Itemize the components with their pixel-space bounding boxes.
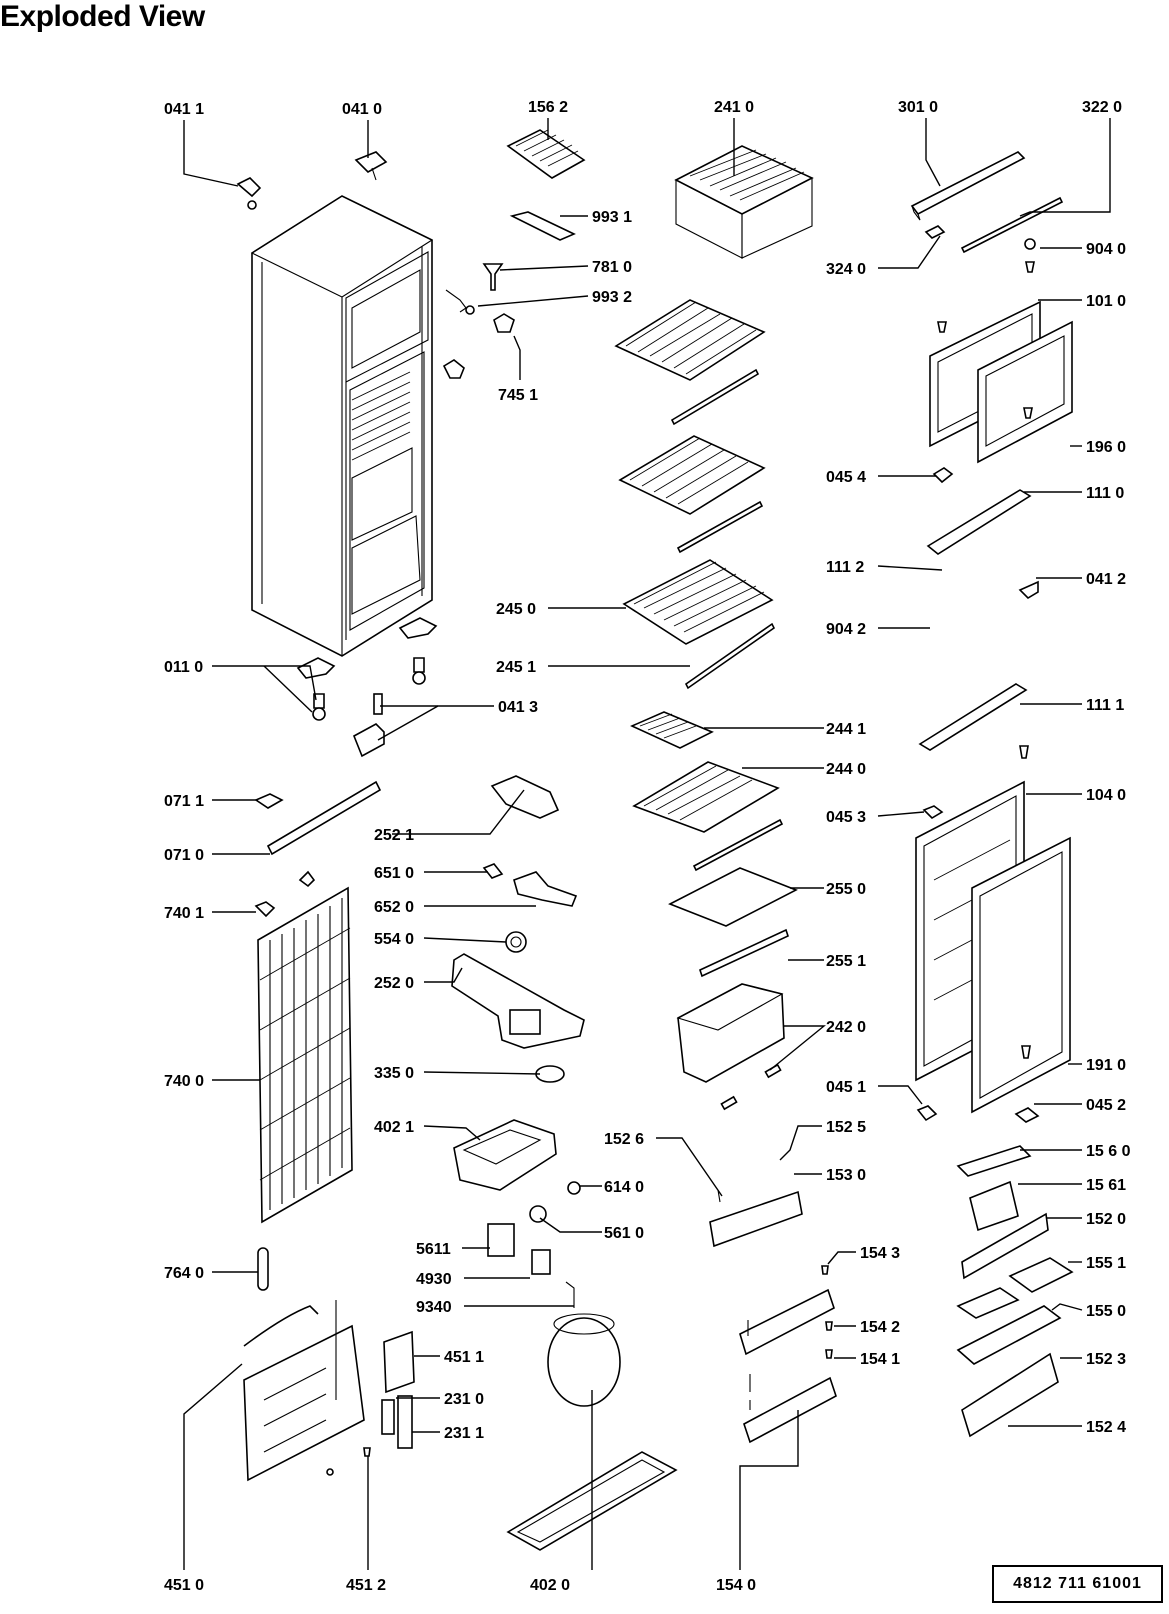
part-label-2420: 242 0 bbox=[826, 1019, 866, 1036]
part-label-2550: 255 0 bbox=[826, 881, 866, 898]
part-label-5540: 554 0 bbox=[374, 931, 414, 948]
part-label-7451: 745 1 bbox=[498, 387, 538, 404]
hinge-0411-drawing bbox=[236, 177, 262, 210]
cabinet-drawing bbox=[250, 195, 434, 657]
freezer-shelf-2410-drawing bbox=[674, 145, 814, 259]
wire-shelves-drawing bbox=[614, 299, 784, 872]
part-label-1112: 111 2 bbox=[826, 559, 864, 576]
part-label-5611: 5611 bbox=[416, 1241, 451, 1258]
part-label-4511: 451 1 bbox=[444, 1349, 484, 1366]
part-label-1040: 104 0 bbox=[1086, 787, 1126, 804]
part-label-1010: 101 0 bbox=[1086, 293, 1126, 310]
fridge-door-drawing bbox=[915, 745, 1071, 1114]
part-label-7400: 740 0 bbox=[164, 1073, 204, 1090]
part-label-1111: 111 1 bbox=[1086, 697, 1124, 714]
document-number: 4812 711 61001 bbox=[992, 1565, 1163, 1603]
part-label-2551: 255 1 bbox=[826, 953, 866, 970]
part-label-1562: 156 2 bbox=[528, 99, 568, 116]
part-label-4512: 451 2 bbox=[346, 1577, 386, 1594]
part-label-1561: 15 61 bbox=[1086, 1177, 1126, 1194]
controls-drawing bbox=[451, 775, 585, 1083]
part-labels: 041 1 041 0 156 2 241 0 301 0 322 0 993 … bbox=[164, 99, 1131, 1594]
part-label-1523: 152 3 bbox=[1086, 1351, 1126, 1368]
part-label-6140: 614 0 bbox=[604, 1179, 644, 1196]
part-label-2450: 245 0 bbox=[496, 601, 536, 618]
part-label-2521: 252 1 bbox=[374, 827, 414, 844]
condenser-drawing bbox=[254, 870, 353, 1291]
part-label-2310: 231 0 bbox=[444, 1391, 484, 1408]
part-label-3220: 322 0 bbox=[1082, 99, 1122, 116]
part-label-6510: 651 0 bbox=[374, 865, 414, 882]
part-label-7810: 781 0 bbox=[592, 259, 632, 276]
part-label-3350: 335 0 bbox=[374, 1065, 414, 1082]
part-label-1560: 15 6 0 bbox=[1086, 1143, 1131, 1160]
part-label-0410: 041 0 bbox=[342, 101, 382, 118]
base-parts-drawing bbox=[296, 617, 438, 758]
part-label-0454: 045 4 bbox=[826, 469, 866, 486]
part-label-1541: 154 1 bbox=[860, 1351, 900, 1368]
part-label-4510: 451 0 bbox=[164, 1577, 204, 1594]
part-label-0710: 071 0 bbox=[164, 847, 204, 864]
part-label-1960: 196 0 bbox=[1086, 439, 1126, 456]
part-label-0412: 041 2 bbox=[1086, 571, 1126, 588]
page-title: Exploded View bbox=[0, 0, 205, 33]
part-label-9040: 904 0 bbox=[1086, 241, 1126, 258]
part-label-1551: 155 1 bbox=[1086, 1255, 1126, 1272]
part-label-4020: 402 0 bbox=[530, 1577, 570, 1594]
part-label-7401: 740 1 bbox=[164, 905, 204, 922]
part-label-0452: 045 2 bbox=[1086, 1097, 1126, 1114]
part-label-1550: 155 0 bbox=[1086, 1303, 1126, 1320]
part-label-9932: 993 2 bbox=[592, 289, 632, 306]
freezer-door-drawing bbox=[929, 300, 1073, 464]
part-label-0451: 045 1 bbox=[826, 1079, 866, 1096]
part-label-1530: 153 0 bbox=[826, 1167, 866, 1184]
part-label-9042: 904 2 bbox=[826, 621, 866, 638]
part-label-9931: 993 1 bbox=[592, 209, 632, 226]
part-label-0453: 045 3 bbox=[826, 809, 866, 826]
ice-tray-drawing bbox=[506, 129, 586, 179]
part-label-2451: 245 1 bbox=[496, 659, 536, 676]
door-shelves-center-drawing bbox=[709, 1189, 837, 1444]
part-label-2410: 241 0 bbox=[714, 99, 754, 116]
part-label-1520: 152 0 bbox=[1086, 1211, 1126, 1228]
part-label-1910: 191 0 bbox=[1086, 1057, 1126, 1074]
small-parts-right-drawing bbox=[916, 467, 1040, 1123]
part-label-5610: 561 0 bbox=[604, 1225, 644, 1242]
leader-lines bbox=[183, 118, 1111, 1570]
crisper-drawer-drawing bbox=[676, 983, 785, 1111]
part-label-6520: 652 0 bbox=[374, 899, 414, 916]
part-label-9340: 9340 bbox=[416, 1299, 452, 1316]
part-label-2311: 231 1 bbox=[444, 1425, 484, 1442]
part-label-1524: 152 4 bbox=[1086, 1419, 1126, 1436]
small-parts-freezer-drawing bbox=[442, 211, 1036, 379]
part-label-0711: 071 1 bbox=[164, 793, 204, 810]
part-label-2520: 252 0 bbox=[374, 975, 414, 992]
door-handle-top-drawing bbox=[910, 151, 1064, 254]
rails-drawing bbox=[254, 780, 382, 856]
part-label-1540: 154 0 bbox=[716, 1577, 756, 1594]
part-label-1110: 111 0 bbox=[1086, 485, 1124, 502]
back-panel-drawing bbox=[243, 1300, 371, 1482]
glass-shelf-drawing bbox=[668, 867, 798, 978]
part-label-7640: 764 0 bbox=[164, 1265, 204, 1282]
part-label-4021: 402 1 bbox=[374, 1119, 414, 1136]
part-label-2440: 244 0 bbox=[826, 761, 866, 778]
part-label-1543: 154 3 bbox=[860, 1245, 900, 1262]
part-label-2441: 244 1 bbox=[826, 721, 866, 738]
part-label-3240: 324 0 bbox=[826, 261, 866, 278]
hinge-0410-drawing bbox=[354, 151, 388, 181]
part-label-0413: 041 3 bbox=[498, 699, 538, 716]
door-balconies-drawing bbox=[956, 1145, 1074, 1438]
part-label-0110: 011 0 bbox=[164, 659, 203, 676]
part-label-0411: 041 1 bbox=[164, 101, 204, 118]
part-label-1526: 152 6 bbox=[604, 1131, 644, 1148]
part-label-4930: 4930 bbox=[416, 1271, 452, 1288]
part-label-1525: 152 5 bbox=[826, 1119, 866, 1136]
part-label-3010: 301 0 bbox=[898, 99, 938, 116]
part-label-1542: 154 2 bbox=[860, 1319, 900, 1336]
